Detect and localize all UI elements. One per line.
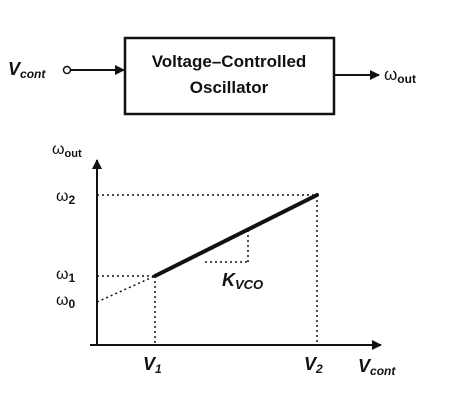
x-tick-v1: V1 bbox=[143, 354, 162, 376]
extrapolation-line bbox=[96, 275, 156, 303]
y-tick-omega0: ω0 bbox=[56, 292, 76, 311]
output-label: ωout bbox=[384, 65, 416, 86]
y-axis-label: ωout bbox=[52, 141, 82, 160]
slope-label-kvco: KVCO bbox=[222, 270, 263, 292]
x-tick-v2: V2 bbox=[304, 354, 323, 376]
block-title-line2: Oscillator bbox=[190, 78, 269, 97]
input-terminal bbox=[62, 65, 72, 75]
y-tick-omega1: ω1 bbox=[56, 266, 76, 285]
block-title-line1: Voltage–Controlled bbox=[152, 52, 307, 71]
y-tick-omega2: ω2 bbox=[56, 188, 76, 207]
vco-block bbox=[123, 36, 336, 116]
input-label: Vcont bbox=[8, 59, 46, 81]
x-axis-label: Vcont bbox=[358, 356, 396, 378]
block-diagram: Vcont Voltage–Controlled Oscillator ωout bbox=[8, 36, 416, 116]
characteristic-line bbox=[153, 193, 319, 278]
vco-characteristic-graph: ωout Vcont ω2 ω1 ω0 V1 V2 bbox=[52, 141, 396, 378]
